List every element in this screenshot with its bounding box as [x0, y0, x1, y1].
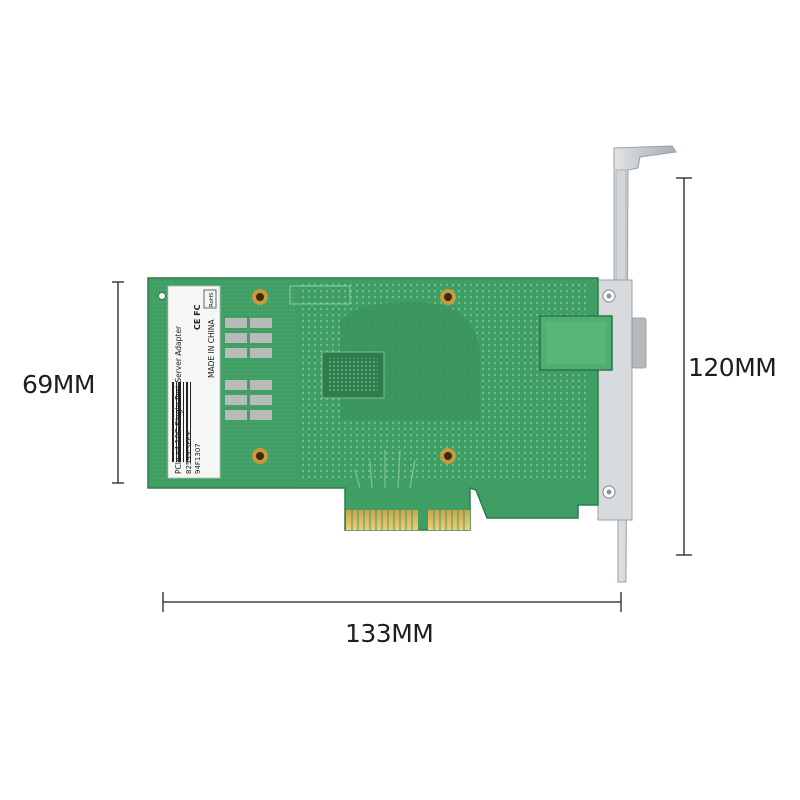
- card-width-label: 133MM: [345, 619, 434, 648]
- sfp-cage: [539, 315, 613, 371]
- label-origin: MADE IN CHINA: [207, 319, 216, 378]
- label-rohs-badge: RoHS: [209, 292, 215, 307]
- label-chip-model: 82599-SFP+: [185, 431, 193, 474]
- dimension-line-card-width: [162, 592, 622, 612]
- gold-edge-connector: [346, 510, 470, 530]
- label-serial: 94F1307: [194, 443, 202, 474]
- bracket-height-label: 120MM: [688, 353, 777, 382]
- mounting-hole: [252, 448, 268, 464]
- card-height-label: 69MM: [22, 370, 95, 399]
- dimension-line-bracket-height: [676, 177, 692, 556]
- product-label: PCIe x4 10G Single-Port Server Adapter 8…: [167, 285, 221, 479]
- mounting-hole: [440, 448, 456, 464]
- label-compliance-marks: CE FC: [193, 304, 202, 330]
- mounting-bracket: [597, 145, 677, 583]
- barcode: [172, 382, 191, 462]
- mounting-hole: [252, 289, 268, 305]
- dimension-line-card-height: [112, 281, 124, 484]
- mounting-hole: [440, 289, 456, 305]
- smd-resistor-array: [225, 318, 272, 420]
